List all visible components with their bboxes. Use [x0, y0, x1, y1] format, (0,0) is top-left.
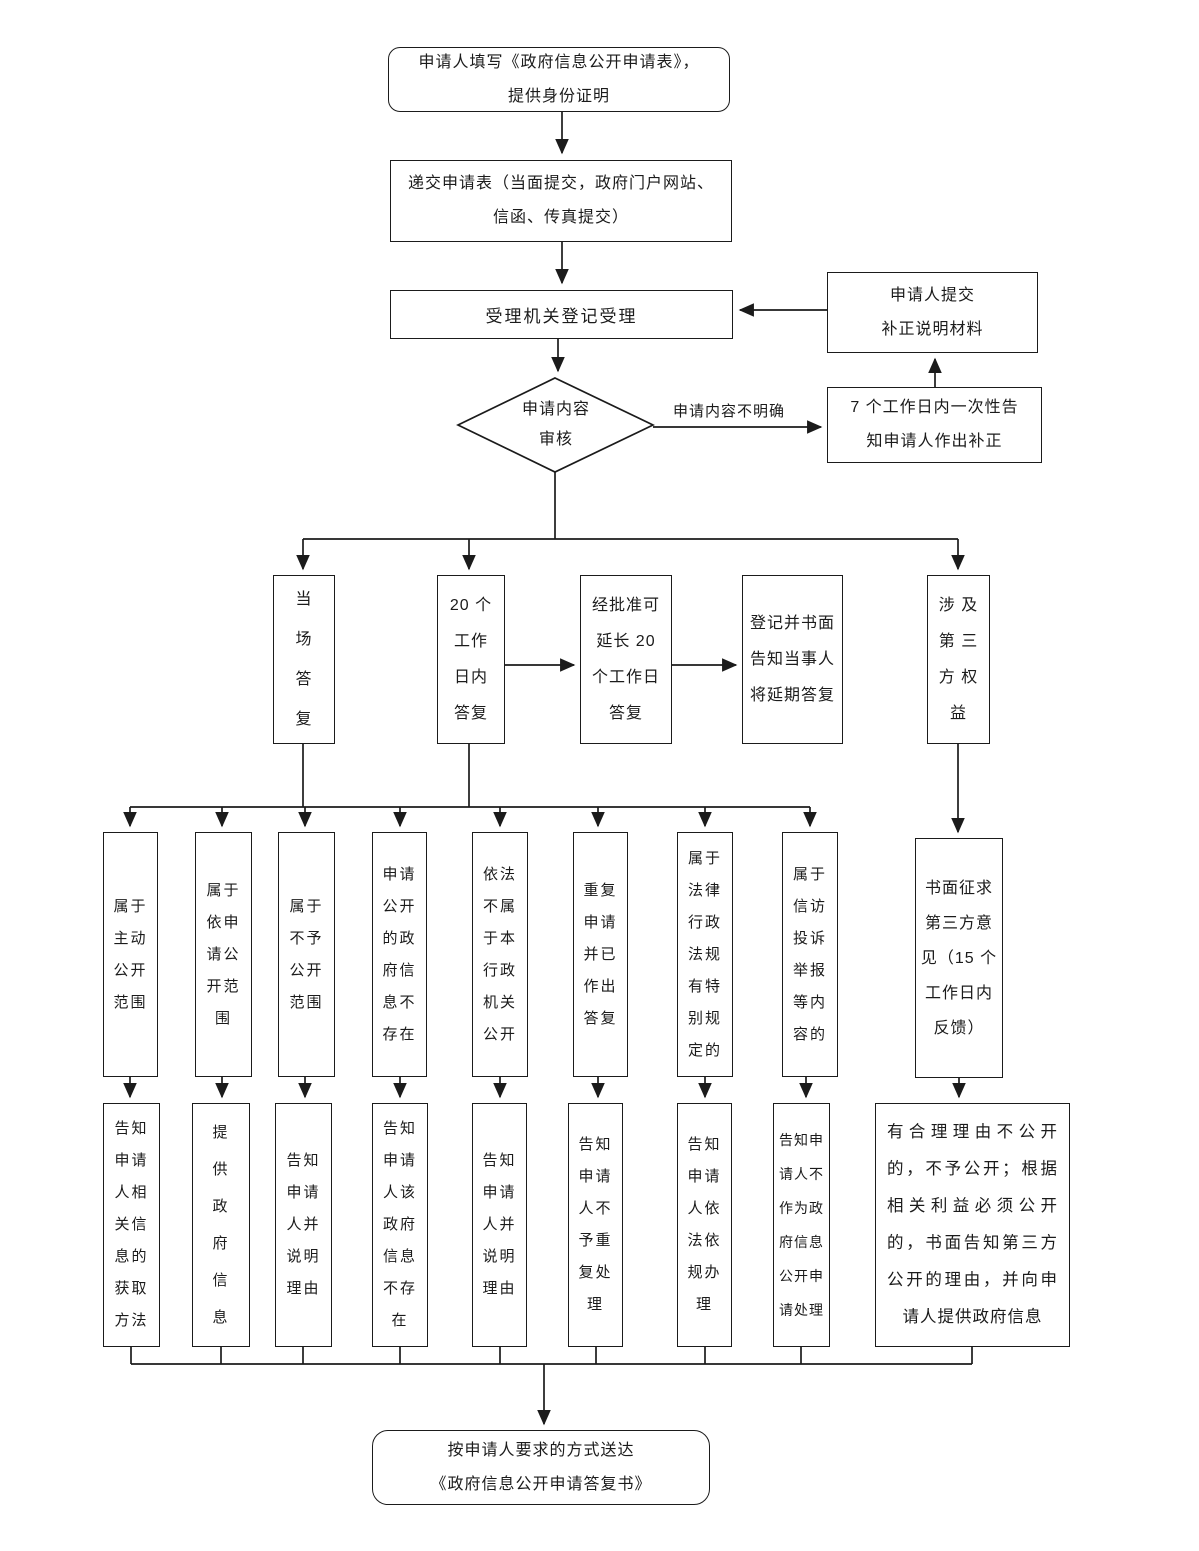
branch-unclear-label: 申请内容不明确: [672, 403, 785, 420]
extend-20days-node: 经批准可 延长 20 个工作日 答复: [580, 575, 672, 744]
submit-application-node: 递交申请表（当面提交，政府门户网站、 信函、传真提交）: [390, 160, 732, 242]
cond-repeat-application-node: 重复 申请 并已 作出 答复: [573, 832, 628, 1077]
act-inform-with-reasons-node: 告知 申请 人并 说明 理由: [275, 1103, 332, 1347]
act-not-foia-handling-node: 告知申 请人不 作为政 府信息 公开申 请处理: [773, 1103, 830, 1347]
cond-disclosure-upon-request-node: 属于 依申 请公 开范 围: [195, 832, 252, 1077]
act-inform-access-method-node: 告知 申请 人相 关信 息的 获取 方法: [103, 1103, 160, 1347]
act-inform-not-exist-node: 告知 申请 人该 政府 信息 不存 在: [372, 1103, 428, 1347]
act-inform-with-reasons2-node: 告知 申请 人并 说明 理由: [472, 1103, 527, 1347]
act-per-law-handling-node: 告知 申请 人依 法依 规办 理: [677, 1103, 732, 1347]
third-party-rights-node: 涉 及 第 三 方 权 益: [927, 575, 990, 744]
act-provide-info-node: 提 供 政 府 信 息: [192, 1103, 250, 1347]
cond-proactive-disclosure-node: 属于 主动 公开 范围: [103, 832, 158, 1077]
supplement-material-node: 申请人提交 补正说明材料: [827, 272, 1038, 353]
deliver-node: 按申请人要求的方式送达 《政府信息公开申请答复书》: [372, 1430, 710, 1505]
reply-20days-node: 20 个 工作 日内 答复: [437, 575, 505, 744]
cond-non-disclosure-node: 属于 不予 公开 范围: [278, 832, 335, 1077]
onsite-reply-node: 当 场 答 复: [273, 575, 335, 744]
cond-special-regulation-node: 属于 法律 行政 法规 有特 别规 定的: [677, 832, 733, 1077]
notify-delay-node: 登记并书面 告知当事人 将延期答复: [742, 575, 843, 744]
cond-info-not-exist-node: 申请 公开 的政 府信 息不 存在: [372, 832, 427, 1077]
cond-petition-complaint-node: 属于 信访 投诉 举报 等内 容的: [782, 832, 838, 1077]
notify-correction-node: 7 个工作日内一次性告 知申请人作出补正: [827, 387, 1042, 463]
cond-not-this-agency-node: 依法 不属 于本 行政 机关 公开: [472, 832, 528, 1077]
review-decision-diamond: 申请内容 审核: [521, 401, 590, 448]
register-node: 受理机关登记受理: [390, 290, 733, 339]
act-no-repeat-handling-node: 告知 申请 人不 予重 复处 理: [568, 1103, 623, 1347]
third-party-consult-node: 书面征求 第三方意 见（15 个 工作日内 反馈）: [915, 838, 1003, 1078]
start-node: 申请人填写《政府信息公开申请表》， 提供身份证明: [388, 47, 730, 112]
third-party-result-node: 有合理理由不公开的，不予公开；根据相关利益必须公开的，书面告知第三方公开的理由，…: [875, 1103, 1070, 1347]
